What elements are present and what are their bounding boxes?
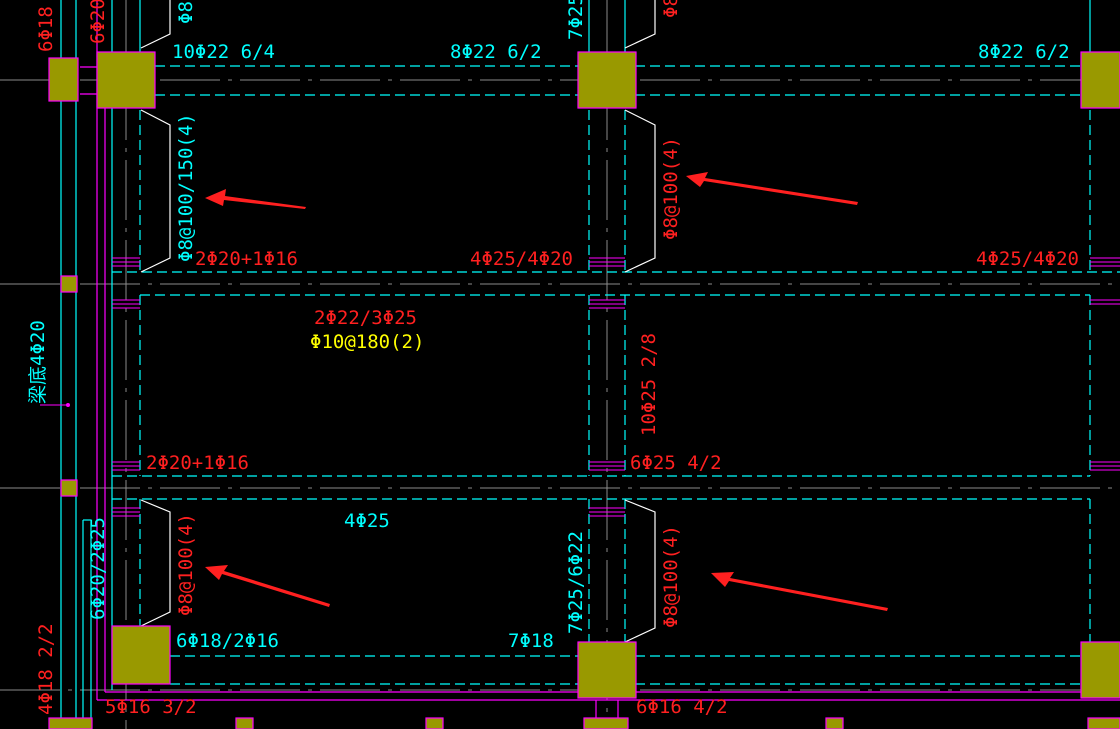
beam-outlines: [111, 0, 1091, 690]
vertical-label[interactable]: 梁底4Φ20: [27, 320, 49, 404]
beam-label[interactable]: 5Φ16 3/2: [105, 696, 197, 718]
beam-label[interactable]: 10Φ22 6/4: [172, 41, 275, 63]
joint-hatch: [589, 299, 625, 309]
red-arrow: [711, 572, 888, 611]
beam-label[interactable]: 7Φ18: [508, 630, 554, 652]
joint-hatch: [112, 461, 140, 471]
column: [235, 717, 254, 729]
column: [1080, 641, 1120, 699]
beam-label[interactable]: 6Φ25 4/2: [630, 452, 722, 474]
vertical-label[interactable]: 7Φ25: [565, 0, 587, 40]
column: [583, 717, 629, 729]
vertical-label[interactable]: 7Φ25/6Φ22: [565, 531, 587, 634]
column: [577, 51, 637, 109]
red-arrow: [686, 172, 858, 205]
left-cyan-lines: [60, 0, 92, 729]
leader-bracket: [140, 499, 171, 627]
column: [1080, 51, 1120, 109]
joint-hatch: [1090, 299, 1120, 305]
columns: [48, 51, 1120, 729]
column: [425, 717, 444, 729]
beam-label[interactable]: 6Φ18/2Φ16: [176, 630, 279, 652]
vertical-label[interactable]: 6Φ20: [87, 0, 109, 44]
joint-hatch: [589, 507, 625, 517]
column: [96, 51, 156, 109]
vertical-label[interactable]: Φ8@100/150(4): [175, 113, 197, 262]
beam-label[interactable]: 2Φ20+1Φ16: [195, 248, 298, 270]
beam-label[interactable]: 8Φ22 6/2: [450, 41, 542, 63]
column: [60, 275, 78, 293]
column: [48, 717, 93, 729]
beam-label[interactable]: 4Φ25/4Φ20: [976, 248, 1079, 270]
joint-hatch: [112, 299, 140, 309]
vertical-label[interactable]: 10Φ25 2/8: [638, 333, 660, 436]
leader-bracket: [624, 109, 656, 273]
vertical-label[interactable]: Φ8@100(4): [660, 137, 682, 240]
beam-label[interactable]: 2Φ20+1Φ16: [146, 452, 249, 474]
joint-hatch: [112, 257, 140, 267]
leader-brackets: [140, 0, 656, 643]
leader-bracket: [140, 109, 171, 273]
joint-hatch: [589, 461, 625, 471]
joint-hatches: [112, 257, 1120, 517]
annotation-arrows: [205, 172, 888, 611]
leader-bracket: [140, 0, 171, 49]
leader-bracket: [624, 499, 656, 643]
red-arrow: [205, 565, 330, 607]
beam-label[interactable]: 4Φ25: [344, 510, 390, 532]
vertical-label[interactable]: Φ8: [175, 1, 197, 24]
beam-label[interactable]: 8Φ22 6/2: [978, 41, 1070, 63]
leader-bracket: [624, 0, 656, 49]
vertical-label[interactable]: 6Φ20/2Φ25: [87, 517, 109, 620]
column: [111, 625, 171, 685]
column: [825, 717, 844, 729]
beam-label[interactable]: Φ10@180(2): [310, 331, 424, 353]
beam-label[interactable]: 2Φ22/3Φ25: [314, 307, 417, 329]
vertical-label[interactable]: Φ8@100(4): [175, 513, 197, 616]
column: [60, 479, 78, 497]
column: [48, 57, 79, 102]
beam-label[interactable]: 6Φ16 4/2: [636, 696, 728, 718]
joint-hatch: [112, 507, 140, 517]
column: [1087, 717, 1120, 729]
joint-hatch: [589, 257, 625, 267]
column: [577, 641, 637, 699]
joint-hatch: [1090, 257, 1120, 267]
vertical-label[interactable]: Φ8: [660, 0, 682, 18]
beam-label[interactable]: 4Φ25/4Φ20: [470, 248, 573, 270]
vertical-label[interactable]: 6Φ18 3: [35, 0, 57, 52]
vertical-label[interactable]: 4Φ18 2/2: [35, 623, 57, 715]
red-arrow: [205, 189, 306, 209]
vertical-label[interactable]: Φ8@100(4): [660, 525, 682, 628]
section-pin: [66, 403, 70, 407]
joint-hatch: [1090, 461, 1120, 471]
